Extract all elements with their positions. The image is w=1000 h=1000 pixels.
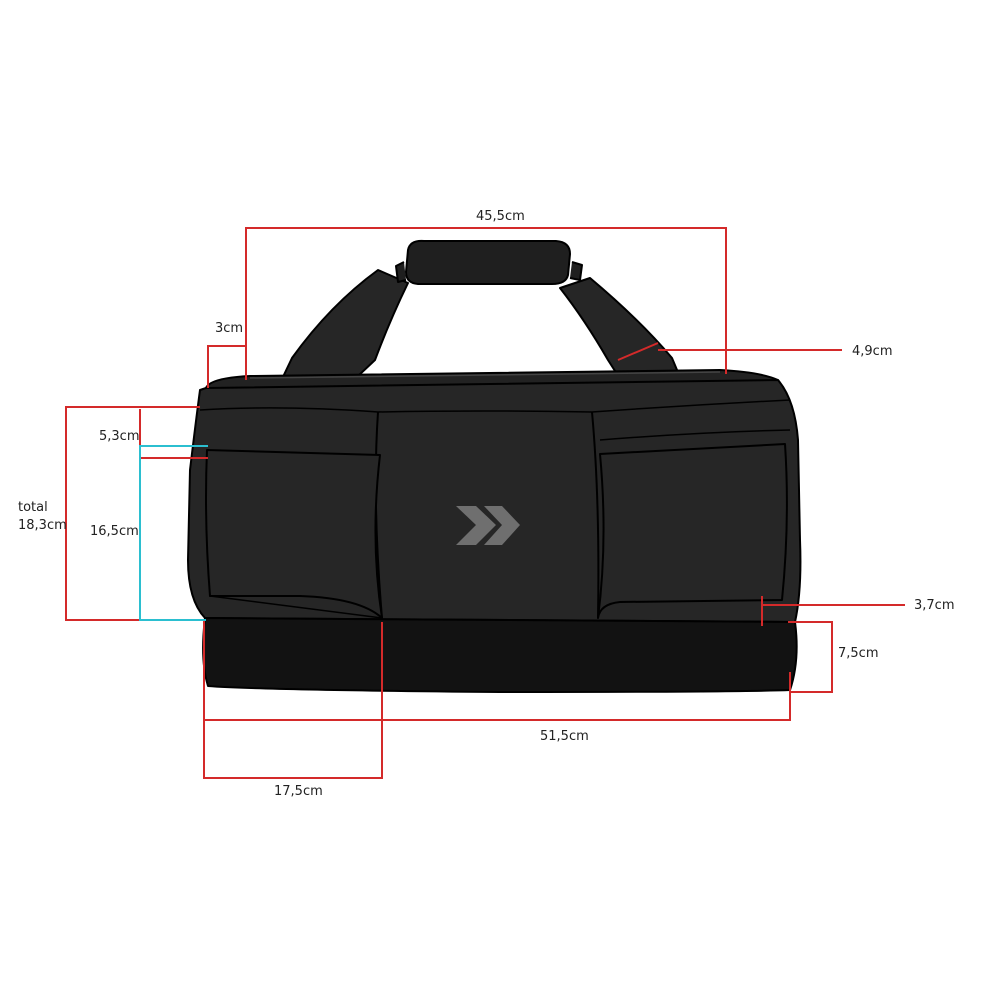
dim-strap-width	[617, 342, 842, 361]
dim-handle-drop	[207, 345, 246, 388]
label-total-word: total	[18, 500, 48, 515]
right-pocket	[597, 443, 788, 619]
duffel-bag	[187, 239, 802, 693]
dimension-lines	[65, 227, 905, 779]
label-depth: 17,5cm	[274, 784, 323, 799]
dim-top-width	[245, 227, 727, 380]
pocket-height-line	[139, 445, 208, 621]
label-top-width: 45,5cm	[476, 209, 525, 224]
dim-depth	[203, 622, 383, 779]
label-handle-drop: 3cm	[215, 321, 244, 336]
label-pocket-height: 16,5cm	[90, 524, 139, 539]
label-bottom-length: 51,5cm	[540, 729, 589, 744]
label-side-edge: 3,7cm	[914, 598, 955, 613]
double-chevron-icon	[456, 506, 520, 545]
handle-grip	[405, 239, 571, 285]
bag-base	[202, 617, 798, 693]
dim-total-height	[65, 406, 205, 621]
label-pocket-top: 5,3cm	[99, 429, 140, 444]
dim-base-height	[788, 621, 833, 693]
dim-side-edge	[761, 596, 905, 626]
label-strap-width: 4,9cm	[852, 344, 893, 359]
dim-bottom-length	[203, 620, 791, 721]
label-total-height: 18,3cm	[18, 518, 67, 533]
label-base-height: 7,5cm	[838, 646, 879, 661]
left-pocket	[205, 449, 383, 619]
